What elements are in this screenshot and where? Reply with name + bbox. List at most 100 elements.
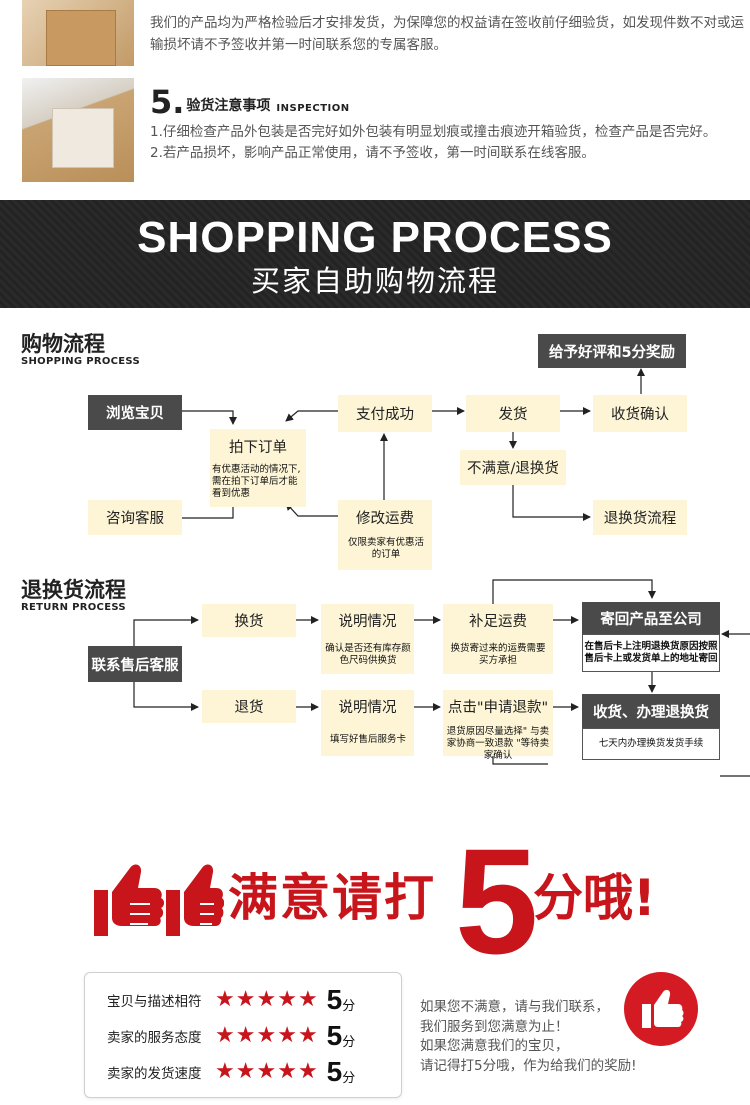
flow-connectors [133, 368, 750, 777]
node-reward: 给予好评和5分奖励 [538, 334, 686, 368]
node-modify: 修改运费 [338, 500, 432, 570]
node-supplement: 补足运费 [443, 604, 553, 674]
star-icon: ★ [277, 1023, 297, 1048]
star-icon: ★ [215, 1023, 235, 1048]
arrow-browse-order [182, 410, 237, 425]
node-receive: 收货确认 [593, 395, 687, 432]
rating-message-line-2: 我们服务到您满意为止！ [420, 1018, 569, 1035]
node-explain1-label: 说明情况 [338, 614, 397, 630]
node-apply: 点击"申请退款" [443, 690, 553, 756]
rating-unit: 分 [342, 1034, 356, 1050]
arrow-contact-refund [133, 680, 199, 711]
star-icon: ★ [235, 1059, 256, 1084]
node-apply-label: 点击"申请退款" [447, 700, 549, 716]
star-icon: ★ [235, 987, 256, 1012]
rating-label: 宝贝与描述相符 [107, 994, 202, 1010]
note-apply: 退货原因尽量选择" 与卖家协商一致退款 "等待卖家确认 [446, 726, 550, 761]
rating-row-service: 卖家的服务态度 ★★★★★ 5 分 [107, 1020, 356, 1051]
arrow-top-loop [492, 579, 656, 604]
node-consult: 咨询客服 [88, 500, 182, 535]
node-handle: 收货、办理退换货 [582, 694, 720, 728]
rating-headline-b: 分哦! [533, 869, 656, 927]
shopping-title-en: SHOPPING PROCESS [21, 356, 140, 367]
star-icon: ★ [215, 987, 235, 1012]
rating-score: 5 [326, 984, 343, 1015]
open-box-photo [22, 78, 134, 182]
node-ship: 发货 [466, 395, 560, 432]
star-icon: ★ [297, 987, 318, 1012]
rating-score: 5 [326, 1056, 343, 1087]
node-handle-note-box: 七天内办理换货发货手续 [582, 728, 720, 760]
note-modify: 仅限卖家有优惠活的订单 [347, 537, 424, 560]
star-icon: ★ [277, 987, 297, 1012]
rating-headline-a: 满意请打 [228, 869, 436, 927]
star-rating: ★★★★★ [215, 1061, 319, 1083]
rating-message-line-3: 如果您满意我们的宝贝， [420, 1038, 569, 1054]
node-exchange: 换货 [202, 604, 296, 637]
notice-section-5: 5. 验货注意事项 INSPECTION 1.仔细检查产品外包装是否完好如外包装… [0, 78, 750, 186]
note-handle: 七天内办理换货发货手续 [598, 738, 704, 749]
notice-5-line-1: 1.仔细检查产品外包装是否完好如外包装有明显划痕或撞击痕迹开箱验货，检查产品是否… [150, 124, 717, 140]
rating-message: 如果您不满意，请与我们联系， 我们服务到您满意为止！ 如果您满意我们的宝贝， 请… [420, 998, 652, 1076]
notice-5-title-en: INSPECTION [276, 103, 350, 114]
thumbs-up-icon [642, 989, 684, 1028]
node-refund: 退货 [202, 690, 296, 723]
star-rating: ★★★★★ [215, 1025, 319, 1047]
return-section-title: 退换货流程 RETURN PROCESS [21, 578, 126, 613]
rating-box: 宝贝与描述相符 ★★★★★ 5 分 卖家的服务态度 ★★★★★ 5 分 卖家的发… [84, 972, 402, 1098]
star-icon: ★ [235, 1023, 256, 1048]
rating-headline-number: 5 [455, 817, 539, 985]
notice-5-lines: 1.仔细检查产品外包装是否完好如外包装有明显划痕或撞击痕迹开箱验货，检查产品是否… [150, 122, 748, 164]
notice-section-4: 我们的产品均为严格检验后才安排发货，为保障您的权益请在签收前仔细验货，如发现件数… [0, 0, 750, 70]
thumbs-up-circle-icon [624, 972, 698, 1046]
notice-4-text: 我们的产品均为严格检验后才安排发货，为保障您的权益请在签收前仔细验货，如发现件数… [150, 15, 744, 53]
banner-title-en: SHOPPING PROCESS [137, 213, 613, 262]
star-icon: ★ [215, 1059, 235, 1084]
note-explain1: 确认是否还有库存颜色尺码供换货 [325, 643, 411, 666]
package-photo [22, 0, 134, 66]
notice-5-line-2: 2.若产品损坏，影响产品正常使用，请不予签收，第一时间联系在线客服。 [150, 145, 595, 161]
star-icon: ★ [256, 1023, 277, 1048]
return-title-en: RETURN PROCESS [21, 602, 126, 613]
notice-5-heading: 5. 验货注意事项 INSPECTION [150, 86, 350, 118]
banner-title-cn: 买家自助购物流程 [250, 264, 499, 298]
node-explain1: 说明情况 [321, 604, 414, 674]
rating-message-line-1: 如果您不满意，请与我们联系， [420, 999, 609, 1015]
arrow-contact-exchange [133, 616, 199, 648]
node-explain2-label: 说明情况 [338, 700, 397, 716]
arrow-pay-order [285, 410, 338, 422]
shopping-process-banner: SHOPPING PROCESS 买家自助购物流程 [0, 200, 750, 308]
notice-5-title: 验货注意事项 [186, 98, 271, 114]
node-order: 拍下订单 [210, 429, 306, 507]
rating-unit: 分 [342, 998, 356, 1014]
star-rating: ★★★★★ [215, 989, 319, 1011]
arrow-unsatisfied-return [512, 483, 591, 521]
note-order: 有优惠活动的情况下,需在拍下订单后才能看到优惠 [212, 464, 301, 499]
arrow-modify-order [285, 502, 338, 517]
shopping-section-title: 购物流程 SHOPPING PROCESS [21, 332, 140, 367]
node-explain2: 说明情况 [321, 690, 414, 756]
star-icon: ★ [297, 1023, 318, 1048]
rating-score: 5 [326, 1020, 343, 1051]
note-explain2: 填写好售后服务卡 [329, 734, 406, 745]
node-pay: 支付成功 [338, 395, 432, 432]
thumbs-up-icon [94, 864, 224, 936]
node-order-label: 拍下订单 [229, 440, 287, 456]
node-unsatisfied: 不满意/退换货 [460, 450, 566, 485]
arrow-apply-bottom [492, 756, 548, 765]
rating-unit: 分 [342, 1070, 356, 1086]
star-icon: ★ [256, 1059, 277, 1084]
node-contact: 联系售后客服 [88, 646, 182, 682]
node-modify-label: 修改运费 [356, 511, 414, 527]
rating-row-description: 宝贝与描述相符 ★★★★★ 5 分 [107, 984, 356, 1015]
star-icon: ★ [256, 987, 277, 1012]
process-diagram: 购物流程 SHOPPING PROCESS 给予好评和5分奖励 浏览宝贝 支付成… [0, 308, 750, 798]
notice-5-number: 5. [150, 83, 185, 121]
note-supplement: 换货寄过来的运费需要买方承担 [450, 643, 546, 666]
node-return-flow: 退换货流程 [593, 500, 687, 535]
star-icon: ★ [297, 1059, 318, 1084]
rating-row-shipping: 卖家的发货速度 ★★★★★ 5 分 [107, 1056, 356, 1087]
rating-label: 卖家的服务态度 [107, 1030, 202, 1046]
shopping-title-cn: 购物流程 [21, 332, 105, 356]
node-send-back-note-box: 在售后卡上注明退换货原因按照售后卡上或发货单上的地址寄回 [582, 634, 720, 672]
